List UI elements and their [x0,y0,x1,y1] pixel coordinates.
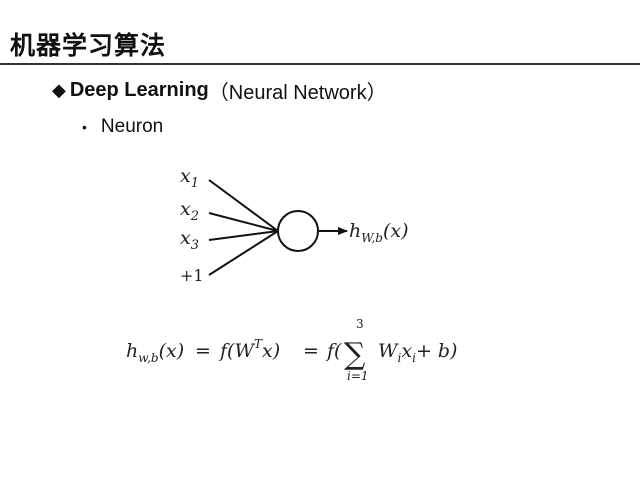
neuron-node [277,210,319,252]
diamond-bullet-icon: ◆ [52,80,66,100]
formula-equals-1: = [195,340,211,362]
input-label-bias: +1 [180,266,204,285]
slide-title: 机器学习算法 [10,31,167,60]
input-label-x2: x2 [180,198,199,224]
edge-bias [208,230,279,276]
formula-lhs: hw,b(x) [126,340,184,365]
bullet-deep-learning: ◆ Deep Learning （Neural Network） [52,76,387,105]
title-divider [0,63,640,65]
edge-x3 [208,230,279,241]
formula-rhs-open: f( [325,340,342,362]
neuron-formula: hw,b(x) = f(WTx) = f( ∑ 3 i=1 Wixi+ b) [126,317,457,383]
formula-middle: f(WTx) [218,337,280,362]
bullet-deep-learning-strong: Deep Learning [69,79,209,101]
summation-upper-limit: 3 [356,317,364,331]
bullet-neuron: • Neuron [82,116,163,138]
formula-term: Wixi+ b) [378,340,457,365]
formula-equals-2: = [303,340,319,362]
dot-bullet-icon: • [82,119,87,135]
bullet-neuron-text: Neuron [100,116,164,137]
edge-x2 [208,212,279,232]
summation-symbol: ∑ [344,337,366,372]
bullet-deep-learning-rest: （Neural Network） [208,82,387,104]
summation-lower-limit: i=1 [347,369,369,383]
input-label-x1: x1 [180,165,199,191]
output-label: hW,b(x) [349,220,409,245]
edge-x1 [208,179,279,232]
input-label-x3: x3 [180,227,199,253]
